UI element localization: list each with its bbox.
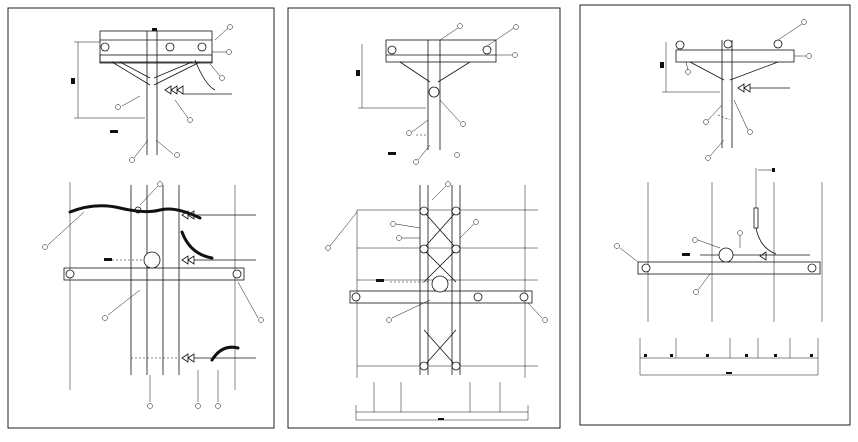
insulator-icon [197,42,207,52]
right-plan [614,168,823,376]
surge-arrester-icon [181,255,195,265]
left-elevation [71,24,233,163]
surge-arrester-icon [759,251,767,261]
surge-arrester-icon [164,85,184,95]
middle-plan [325,181,548,421]
middle-panel-frame [287,7,561,429]
left-plan [42,181,264,409]
insulator-icon [165,42,175,52]
surge-arrester-icon [737,83,751,93]
disconnect-switch-icon [753,207,759,229]
left-panel-frame [7,7,275,429]
right-panel [579,4,851,426]
right-elevation [660,19,812,161]
middle-panel [287,7,561,429]
middle-elevation [356,23,519,165]
left-panel [7,7,275,429]
right-panel-frame [579,4,851,426]
insulator-icon [100,42,110,52]
surge-arrester-icon [181,353,195,363]
